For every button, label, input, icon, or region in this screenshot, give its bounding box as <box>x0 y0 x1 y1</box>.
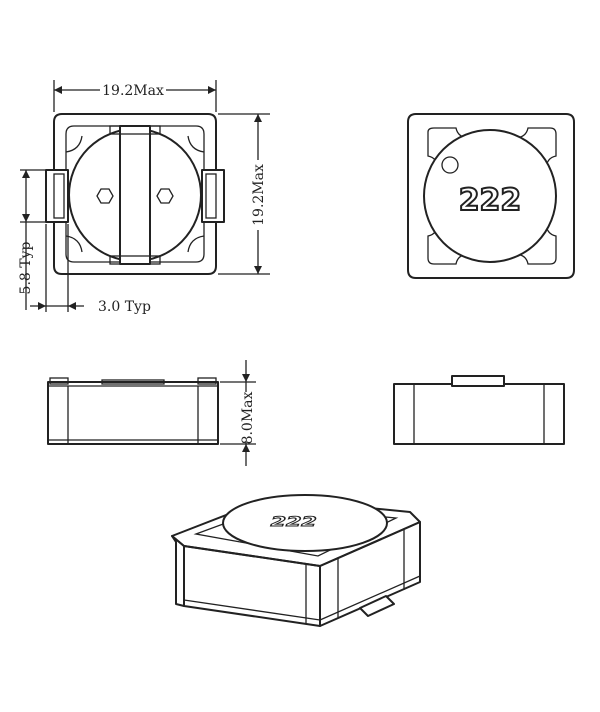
isometric-view: 222 <box>171 494 421 627</box>
pad-width-dimension: 3.0 Typ <box>30 224 151 315</box>
pad-width-label: 3.0 Typ <box>98 299 151 315</box>
side-view-left <box>47 377 219 445</box>
height-dimension: 19.2Max <box>218 113 270 275</box>
top-view-marked-side: 222 <box>407 113 575 279</box>
marking-code: 222 <box>459 183 522 218</box>
width-label: 19.2Max <box>102 83 164 99</box>
thickness-label: 8.0Max <box>240 391 256 444</box>
height-label: 19.2Max <box>251 164 267 226</box>
side-view-right <box>393 375 565 445</box>
top-view-bottom-side <box>45 113 225 275</box>
marking-code-iso: 222 <box>268 515 319 530</box>
pad-height-dimension: 5.8 Typ <box>18 169 46 310</box>
pad-height-label: 5.8 Typ <box>18 242 34 295</box>
thickness-dimension: 8.0Max <box>220 360 256 466</box>
width-dimension: 19.2Max <box>53 80 217 112</box>
